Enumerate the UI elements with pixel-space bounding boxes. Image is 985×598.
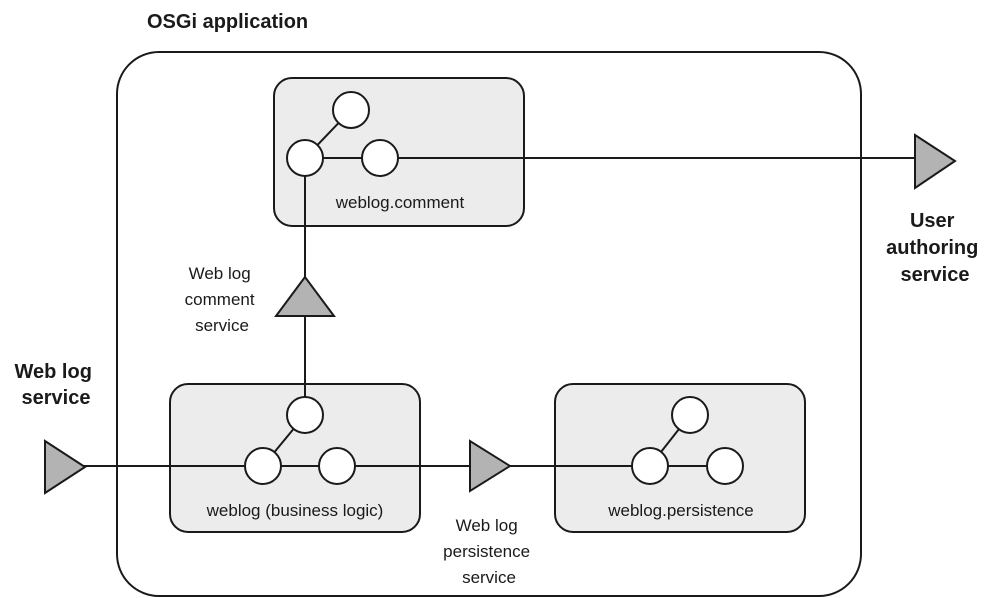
- user-authoring-service-label-line: authoring: [886, 237, 978, 259]
- osgi-application-container: [116, 51, 862, 597]
- comment-service-label-line: comment: [185, 290, 255, 309]
- bundle-label-persistence: weblog.persistence: [607, 501, 754, 520]
- component-circle: [318, 447, 356, 485]
- component-circle: [244, 447, 282, 485]
- comment-service-label: Web log comment service: [185, 264, 260, 335]
- bundle-label-business: weblog (business logic): [206, 501, 384, 520]
- persistence-service-label-line: service: [462, 568, 516, 587]
- bundle-weblog-business-logic: [169, 383, 421, 533]
- web-log-service-triangle: [44, 439, 87, 495]
- diagram-title: OSGi application: [147, 11, 308, 33]
- bundle-component-circles: [244, 91, 744, 485]
- persistence-service-label: Web log persistence service: [443, 516, 535, 587]
- persistence-service-label-line: persistence: [443, 542, 530, 561]
- component-circle: [286, 139, 324, 177]
- comment-service-label-line: Web log: [189, 264, 251, 283]
- component-circle: [286, 396, 324, 434]
- component-circle: [706, 447, 744, 485]
- user-authoring-service-label: User authoring service: [886, 210, 984, 286]
- persistence-service-label-line: Web log: [456, 516, 518, 535]
- bundle-weblog-persistence: [554, 383, 806, 533]
- comment-service-label-line: service: [195, 316, 249, 335]
- persistence-service-triangle: [469, 439, 512, 493]
- user-authoring-service-label-line: service: [901, 264, 970, 286]
- comment-service-triangle: [274, 275, 336, 317]
- user-authoring-service-triangle: [914, 133, 957, 190]
- bundle-label-comment: weblog.comment: [335, 193, 465, 212]
- user-authoring-service-label-line: User: [910, 210, 955, 232]
- web-log-service-label-line: service: [22, 387, 91, 409]
- component-circle: [361, 139, 399, 177]
- component-circle: [332, 91, 370, 129]
- web-log-service-label: Web log service: [15, 361, 98, 409]
- component-circle: [631, 447, 669, 485]
- component-circle: [671, 396, 709, 434]
- web-log-service-label-line: Web log: [15, 361, 92, 383]
